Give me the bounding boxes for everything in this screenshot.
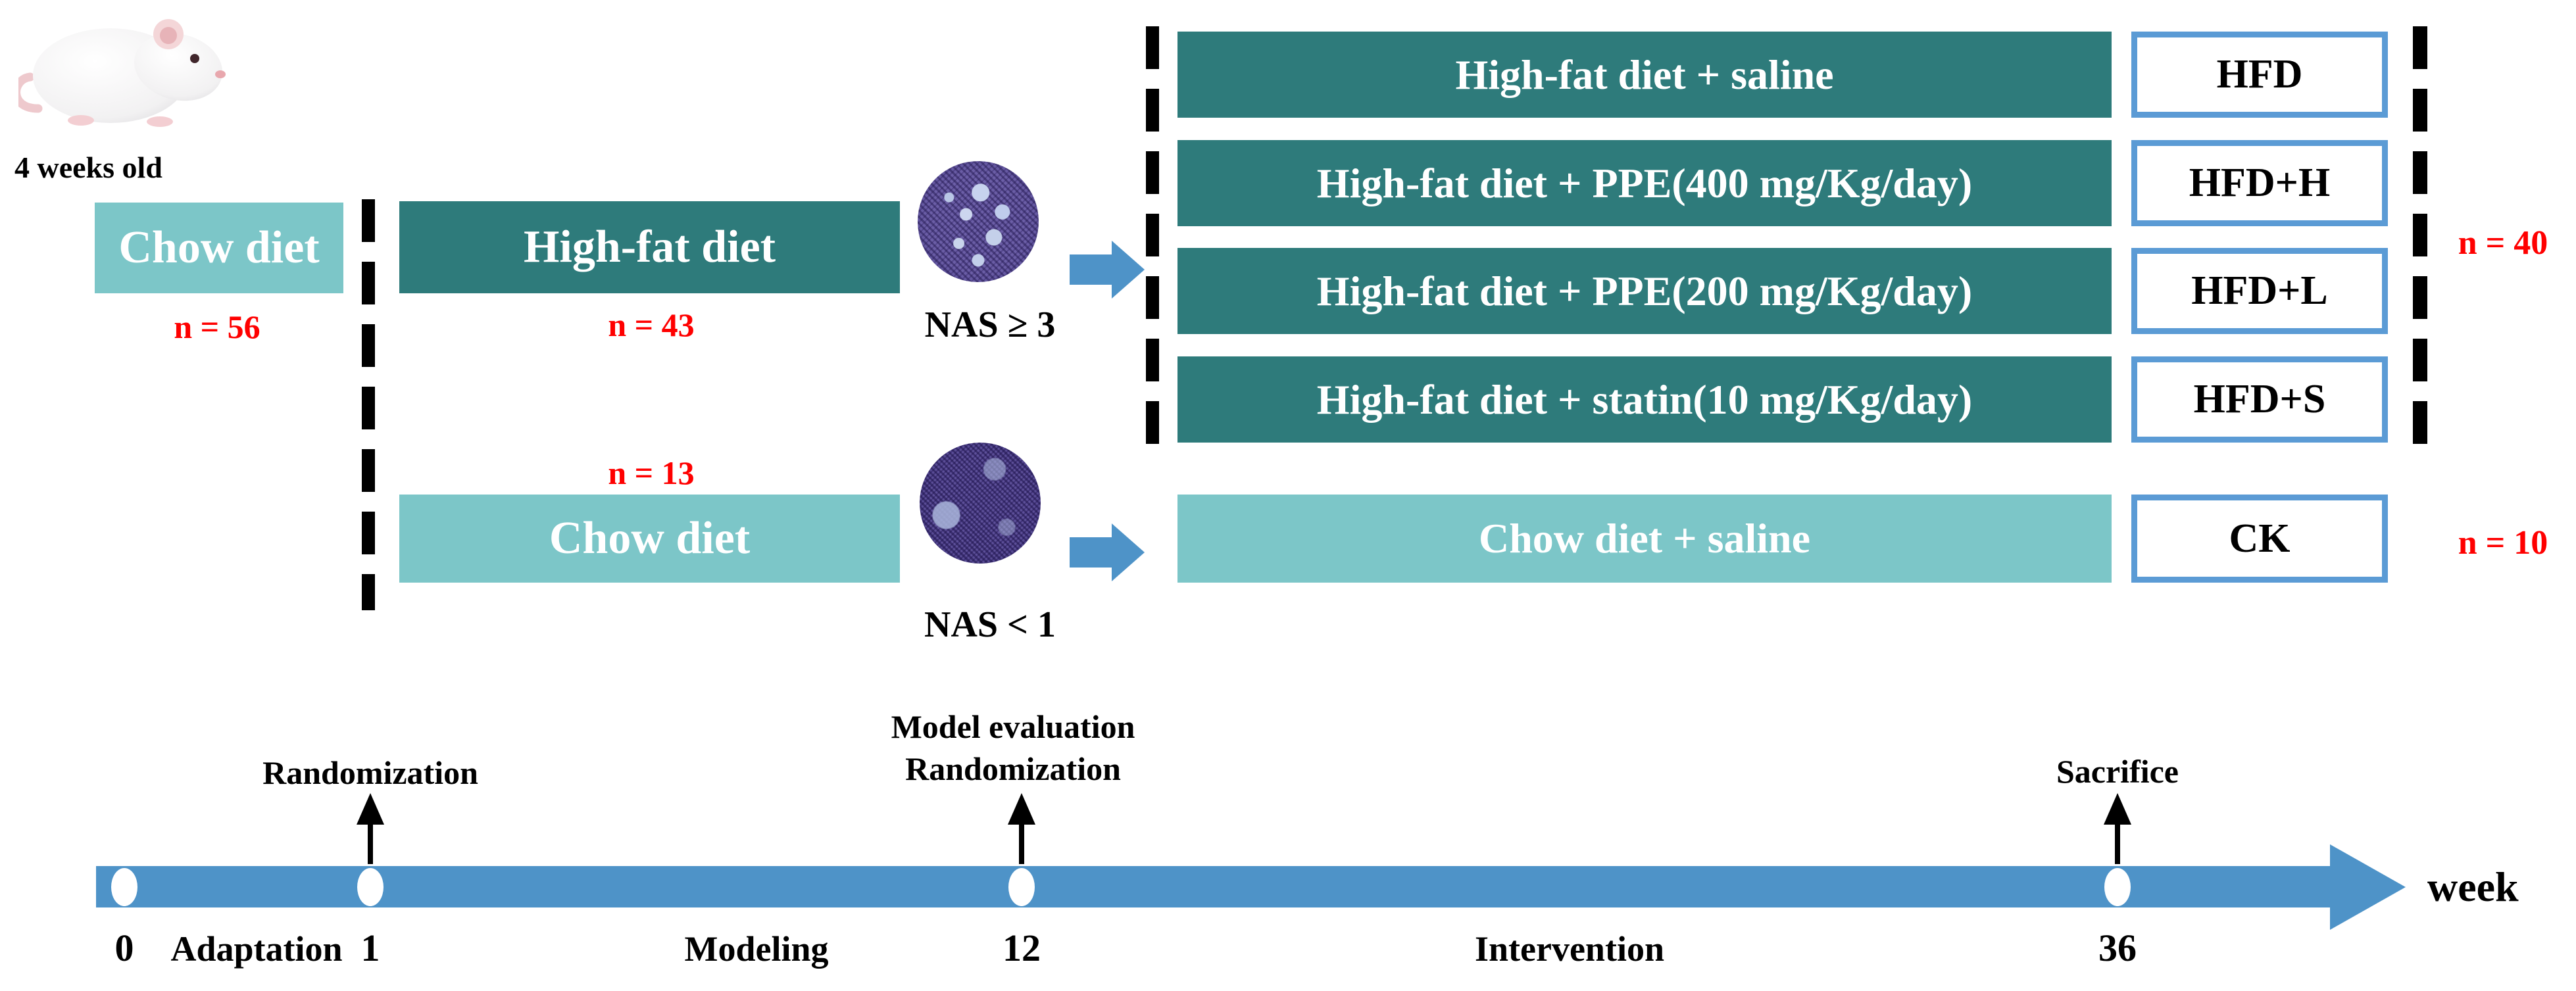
age-label: 4 weeks old [14,151,162,184]
control-n: n = 10 [2458,524,2548,562]
liver-histology-normal-image [920,443,1041,564]
chow-modeling-n: n = 13 [608,454,695,491]
group-box-hfd-h: High-fat diet + PPE(400 mg/Kg/day) [1177,140,2112,226]
rat-illustration [12,19,226,127]
rat-image [12,3,229,141]
event-label-randomization-week1: Randomization [262,754,478,791]
timeline-bar [96,866,2335,907]
event-label-randomization-week12: Randomization [905,750,1121,787]
group-box-ck: Chow diet + saline [1177,495,2112,583]
phase-modeling: Modeling [684,929,829,969]
timeline-dot-week1 [357,868,384,906]
code-box-ck: CK [2131,495,2388,583]
code-box-hfd-h: HFD+H [2131,140,2388,226]
cohort-box: Chow diet [95,203,343,293]
tick-week1: 1 [360,927,380,969]
cohort-n: n = 56 [174,308,260,345]
group-box-hfd-l: High-fat diet + PPE(200 mg/Kg/day) [1177,248,2112,334]
bracket-line-right [2413,26,2427,452]
phase-adaptation: Adaptation [170,929,343,969]
timeline-arrowhead-icon [2330,844,2406,930]
groups-n: n = 40 [2458,224,2548,262]
event-label-sacrifice: Sacrifice [2056,753,2179,790]
code-box-hfd-s: HFD+S [2131,356,2388,443]
axis-label-week: week [2427,863,2519,910]
normal-criterion-label: NAS < 1 [924,604,1056,645]
code-box-hfd: HFD [2131,32,2388,118]
split-line-2 [1146,26,1159,450]
code-box-hfd-l: HFD+L [2131,248,2388,334]
timeline-dot-week36 [2104,868,2131,906]
timeline-dot-week12 [1008,868,1035,906]
event-label-model-evaluation: Model evaluation [891,708,1135,745]
timeline-dot-week0 [111,868,137,906]
chow-modeling-box: Chow diet [399,495,900,583]
hfd-modeling-box: High-fat diet [399,201,900,293]
tick-week0: 0 [114,927,134,969]
group-box-hfd-s: High-fat diet + statin(10 mg/Kg/day) [1177,356,2112,443]
split-line-1 [362,199,375,610]
group-box-hfd: High-fat diet + saline [1177,32,2112,118]
tick-week36: 36 [2098,927,2137,969]
tick-week12: 12 [1003,927,1041,969]
nash-criterion-label: NAS ≥ 3 [924,304,1056,345]
phase-intervention: Intervention [1475,929,1664,969]
liver-histology-nash-image [918,161,1039,282]
hfd-modeling-n: n = 43 [608,306,695,343]
